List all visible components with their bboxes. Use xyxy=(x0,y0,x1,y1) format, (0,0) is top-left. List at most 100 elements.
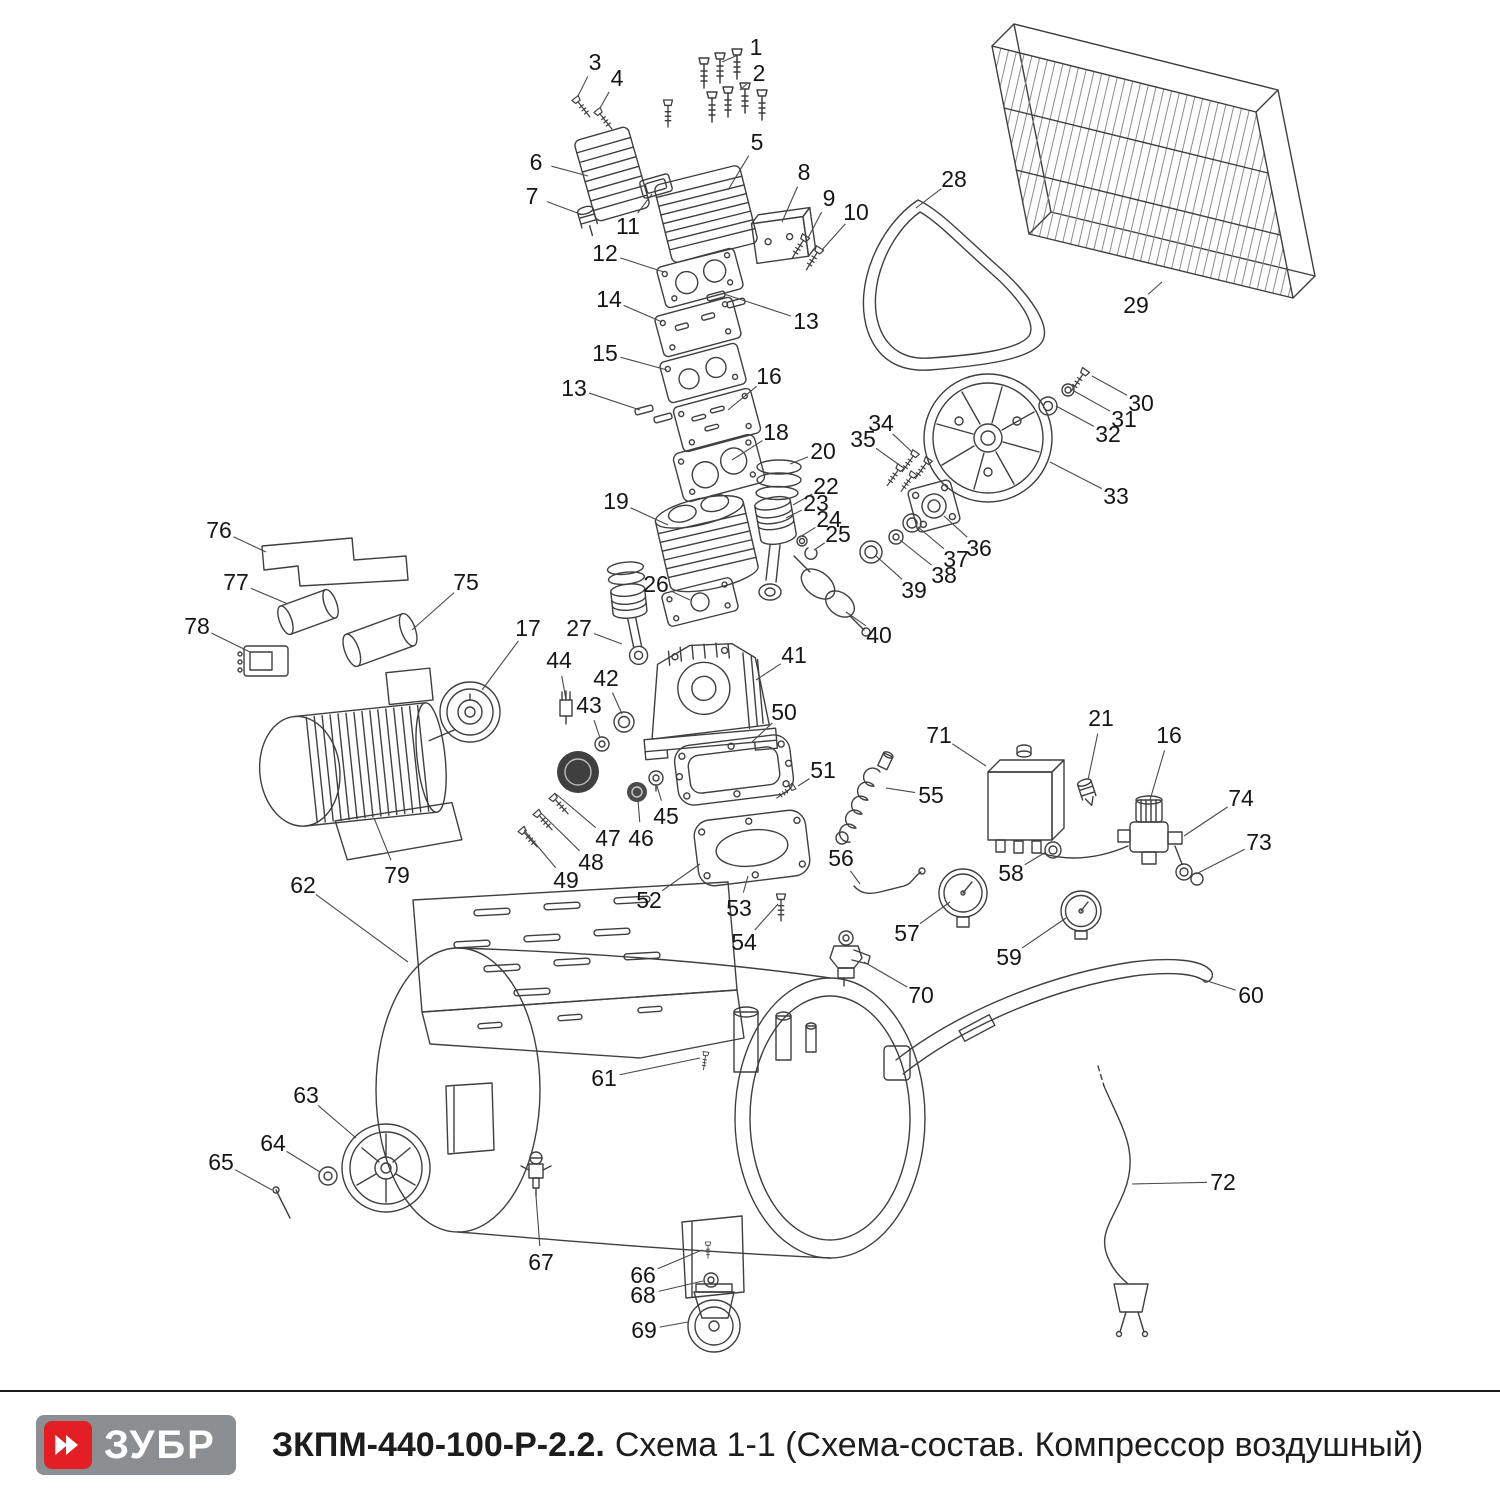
capacitor-small xyxy=(277,588,339,636)
air-tank xyxy=(375,881,926,1299)
part-number-label: 62 xyxy=(290,872,316,898)
part-number-label: 25 xyxy=(825,521,851,547)
coiled-hose xyxy=(835,751,894,845)
footer: ЗУБР ЗКПМ-440-100-Р-2.2.Схема 1-1 (Схема… xyxy=(0,1390,1500,1500)
part-number-label: 39 xyxy=(901,577,927,603)
pressure-gauge-small xyxy=(1060,890,1102,940)
motor-bracket xyxy=(261,537,409,587)
part-number-label: 34 xyxy=(868,410,894,436)
head-cover-small xyxy=(574,126,650,222)
part-number-label: 58 xyxy=(998,860,1024,886)
part-number-label: 74 xyxy=(1228,785,1254,811)
part-number-label: 72 xyxy=(1210,1169,1236,1195)
capacitor-large xyxy=(342,612,418,668)
part-number-label: 6 xyxy=(530,149,543,175)
part-number-label: 47 xyxy=(595,825,621,851)
part-number-label: 54 xyxy=(731,929,757,955)
part-number-label: 79 xyxy=(384,862,410,888)
part-number-label: 33 xyxy=(1103,483,1129,509)
cylinder-head xyxy=(654,165,758,263)
relay-box xyxy=(237,645,289,677)
part-number-label: 31 xyxy=(1111,406,1137,432)
diagram-caption: ЗКПМ-440-100-Р-2.2.Схема 1-1 (Схема-сост… xyxy=(272,1426,1423,1465)
pressure-regulator xyxy=(1117,795,1204,886)
crankshaft xyxy=(793,555,871,637)
junction-box xyxy=(750,206,817,265)
crankcase xyxy=(643,642,779,761)
part-number-label: 70 xyxy=(908,982,934,1008)
part-number-label: 26 xyxy=(643,571,669,597)
schema-title: Схема 1-1 (Схема-состав. Компрессор возд… xyxy=(614,1425,1424,1464)
part-number-label: 71 xyxy=(926,722,952,748)
part-number-label: 16 xyxy=(1156,722,1182,748)
base-gasket xyxy=(661,577,739,627)
part-number-label: 27 xyxy=(566,615,592,641)
wheel xyxy=(272,1123,431,1219)
part-number-label: 35 xyxy=(850,426,876,452)
part-number-label: 36 xyxy=(966,535,992,561)
part-number-label: 63 xyxy=(293,1082,319,1108)
part-number-label: 10 xyxy=(843,199,869,225)
part-number-label: 44 xyxy=(546,647,572,673)
part-callouts: 1234567891011121313141516161718192021222… xyxy=(184,34,1272,1343)
part-number-label: 29 xyxy=(1123,292,1149,318)
part-number-label: 30 xyxy=(1128,390,1154,416)
part-number-label: 52 xyxy=(636,887,662,913)
part-number-label: 28 xyxy=(941,166,967,192)
pressure-switch xyxy=(987,744,1129,859)
flywheel xyxy=(923,366,1091,503)
footer-divider xyxy=(0,1390,1500,1392)
part-number-label: 77 xyxy=(223,569,249,595)
part-number-label: 13 xyxy=(793,308,819,334)
part-number-label: 14 xyxy=(596,286,622,312)
part-number-label: 11 xyxy=(616,213,640,239)
drain-valve xyxy=(520,1151,552,1197)
part-number-label: 20 xyxy=(810,438,836,464)
part-number-label: 64 xyxy=(260,1130,286,1156)
part-number-label: 78 xyxy=(184,613,210,639)
part-number-label: 7 xyxy=(526,183,539,209)
part-number-label: 65 xyxy=(208,1149,234,1175)
part-number-label: 48 xyxy=(578,849,604,875)
part-number-label: 59 xyxy=(996,944,1022,970)
part-number-label: 13 xyxy=(561,375,587,401)
part-number-label: 73 xyxy=(1246,829,1272,855)
part-number-label: 22 xyxy=(813,473,839,499)
zubr-emblem-icon xyxy=(44,1421,92,1469)
caster-wheel xyxy=(687,1241,741,1353)
part-number-label: 23 xyxy=(803,490,829,516)
power-cord xyxy=(1097,1065,1149,1338)
part-number-label: 16 xyxy=(756,363,782,389)
handle xyxy=(883,958,1214,1081)
bearing-plate-group xyxy=(859,449,961,564)
inlet-fitting xyxy=(1076,778,1097,807)
check-valve xyxy=(829,930,871,987)
drive-belt xyxy=(862,199,1046,371)
part-number-label: 38 xyxy=(931,562,957,588)
zubr-logo: ЗУБР xyxy=(36,1415,236,1475)
cylinder-block xyxy=(654,494,759,593)
part-number-label: 40 xyxy=(866,622,892,648)
part-number-label: 24 xyxy=(816,506,842,532)
part-number-label: 8 xyxy=(798,159,811,185)
zubr-logo-text: ЗУБР xyxy=(104,1423,216,1467)
oil-parts xyxy=(517,690,664,851)
part-number-label: 69 xyxy=(631,1317,657,1343)
part-number-label: 37 xyxy=(943,546,969,572)
part-number-label: 61 xyxy=(591,1065,617,1091)
part-number-label: 51 xyxy=(810,757,836,783)
belt-guard-grille xyxy=(991,23,1316,299)
part-number-label: 1 xyxy=(750,34,763,60)
part-number-label: 67 xyxy=(528,1249,554,1275)
part-number-label: 9 xyxy=(823,185,836,211)
part-number-label: 60 xyxy=(1238,982,1264,1008)
electric-motor xyxy=(258,667,463,861)
model-number: ЗКПМ-440-100-Р-2.2. xyxy=(271,1425,605,1464)
part-number-label: 17 xyxy=(515,615,541,641)
part-number-label: 41 xyxy=(781,642,807,668)
part-number-label: 46 xyxy=(628,825,654,851)
part-number-label: 45 xyxy=(653,803,679,829)
part-number-label: 18 xyxy=(763,419,789,445)
